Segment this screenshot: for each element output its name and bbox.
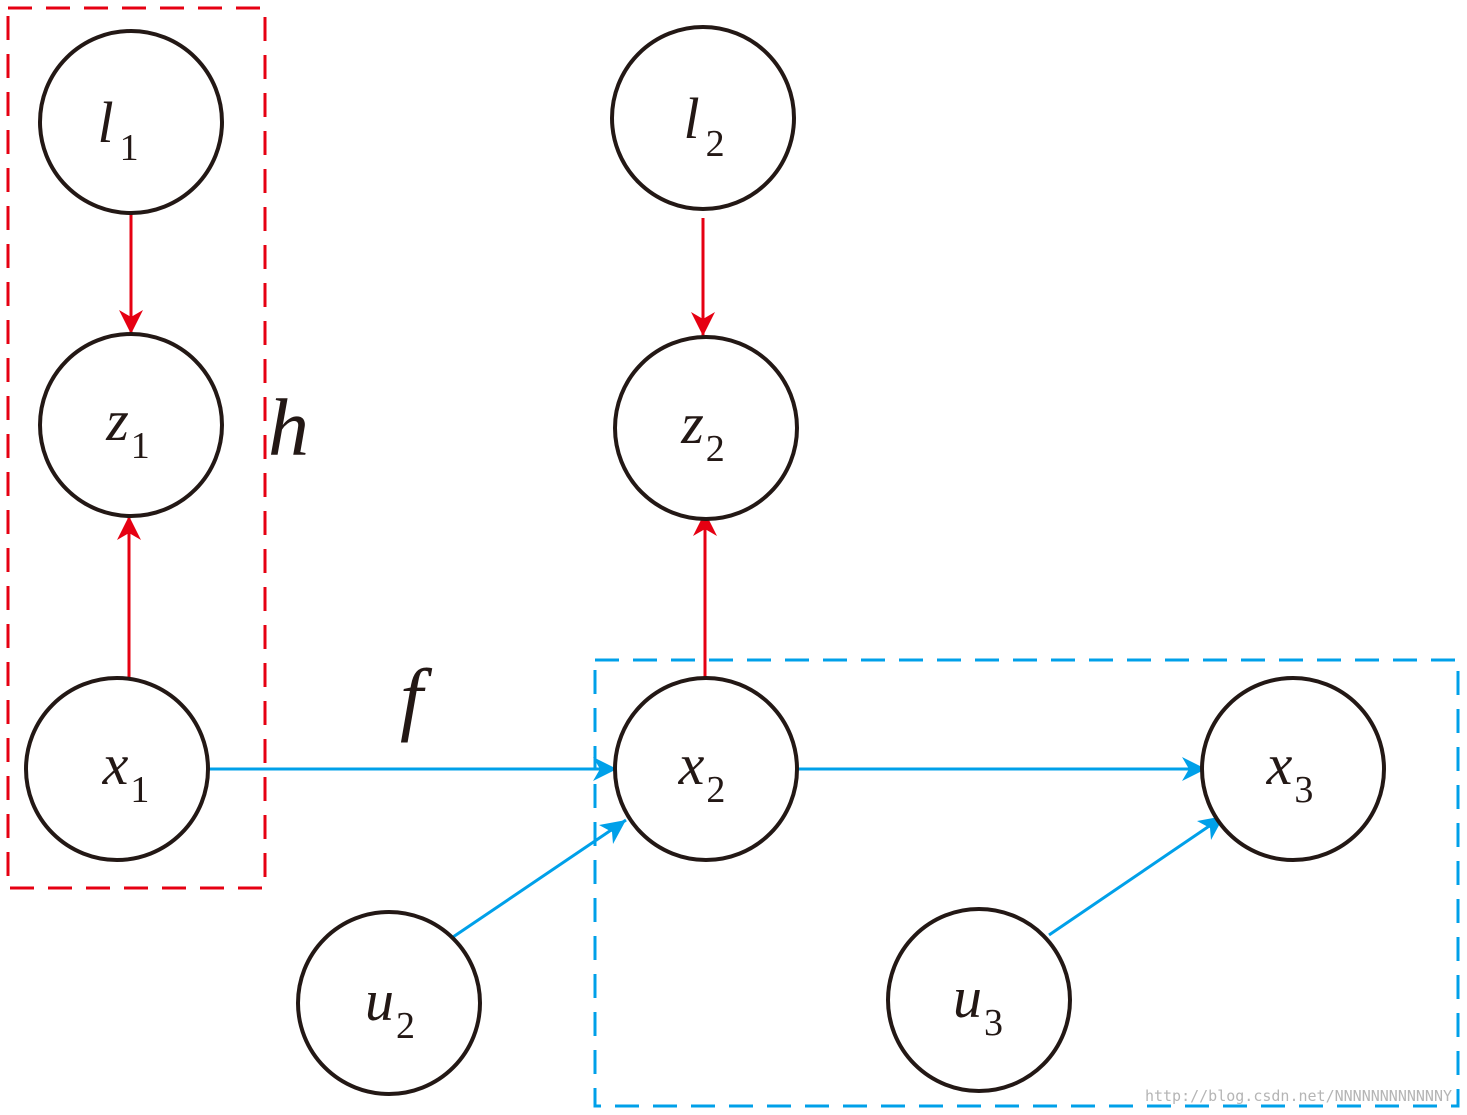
node-u3: u3	[886, 907, 1072, 1093]
arrowhead-l2-z2	[691, 312, 715, 336]
node-x3: x3	[1200, 676, 1386, 862]
node-z1-label: z1	[105, 388, 150, 467]
node-z2-circle	[613, 335, 799, 521]
watermark-text: http://blog.csdn.net/NNNNNNNNNNNNY	[1145, 1087, 1452, 1105]
node-l1-circle	[38, 29, 224, 215]
observation-function-label: h	[268, 382, 309, 473]
transition-group-box	[593, 658, 1460, 1108]
node-u3-label: u3	[953, 965, 1003, 1044]
arrowhead-l1-z1	[119, 310, 143, 334]
node-x3-label: x3	[1266, 732, 1314, 811]
node-x1-label: x1	[102, 732, 150, 811]
node-u2-label: u2	[365, 968, 415, 1047]
observation-group-box	[6, 6, 267, 890]
node-u2: u2	[296, 910, 482, 1096]
node-x3-circle	[1200, 676, 1386, 862]
node-x1: x1	[24, 676, 210, 862]
transition-function-label: f	[400, 652, 433, 743]
edge-u3-x3	[1048, 814, 1225, 937]
arrowhead-x2-z2	[693, 512, 717, 536]
node-z2: z2	[613, 335, 799, 521]
node-u2-circle	[296, 910, 482, 1096]
node-z1-circle	[38, 332, 224, 518]
node-z2-label: z2	[680, 391, 725, 470]
arrowhead-x1-x2	[593, 757, 617, 781]
node-x2-circle	[613, 676, 799, 862]
node-x1-circle	[24, 676, 210, 862]
node-l2-circle	[610, 25, 796, 211]
edges	[117, 213, 1225, 939]
edge-u2-x2	[452, 818, 627, 939]
node-x2-label: x2	[678, 732, 726, 811]
node-z1: z1	[38, 332, 224, 518]
arrowhead-u2-x2	[599, 820, 626, 844]
arrowhead-x1-z1	[117, 516, 141, 540]
node-x2: x2	[613, 676, 799, 862]
node-u3-circle	[886, 907, 1072, 1093]
arrowhead-x2-x3	[1182, 757, 1206, 781]
